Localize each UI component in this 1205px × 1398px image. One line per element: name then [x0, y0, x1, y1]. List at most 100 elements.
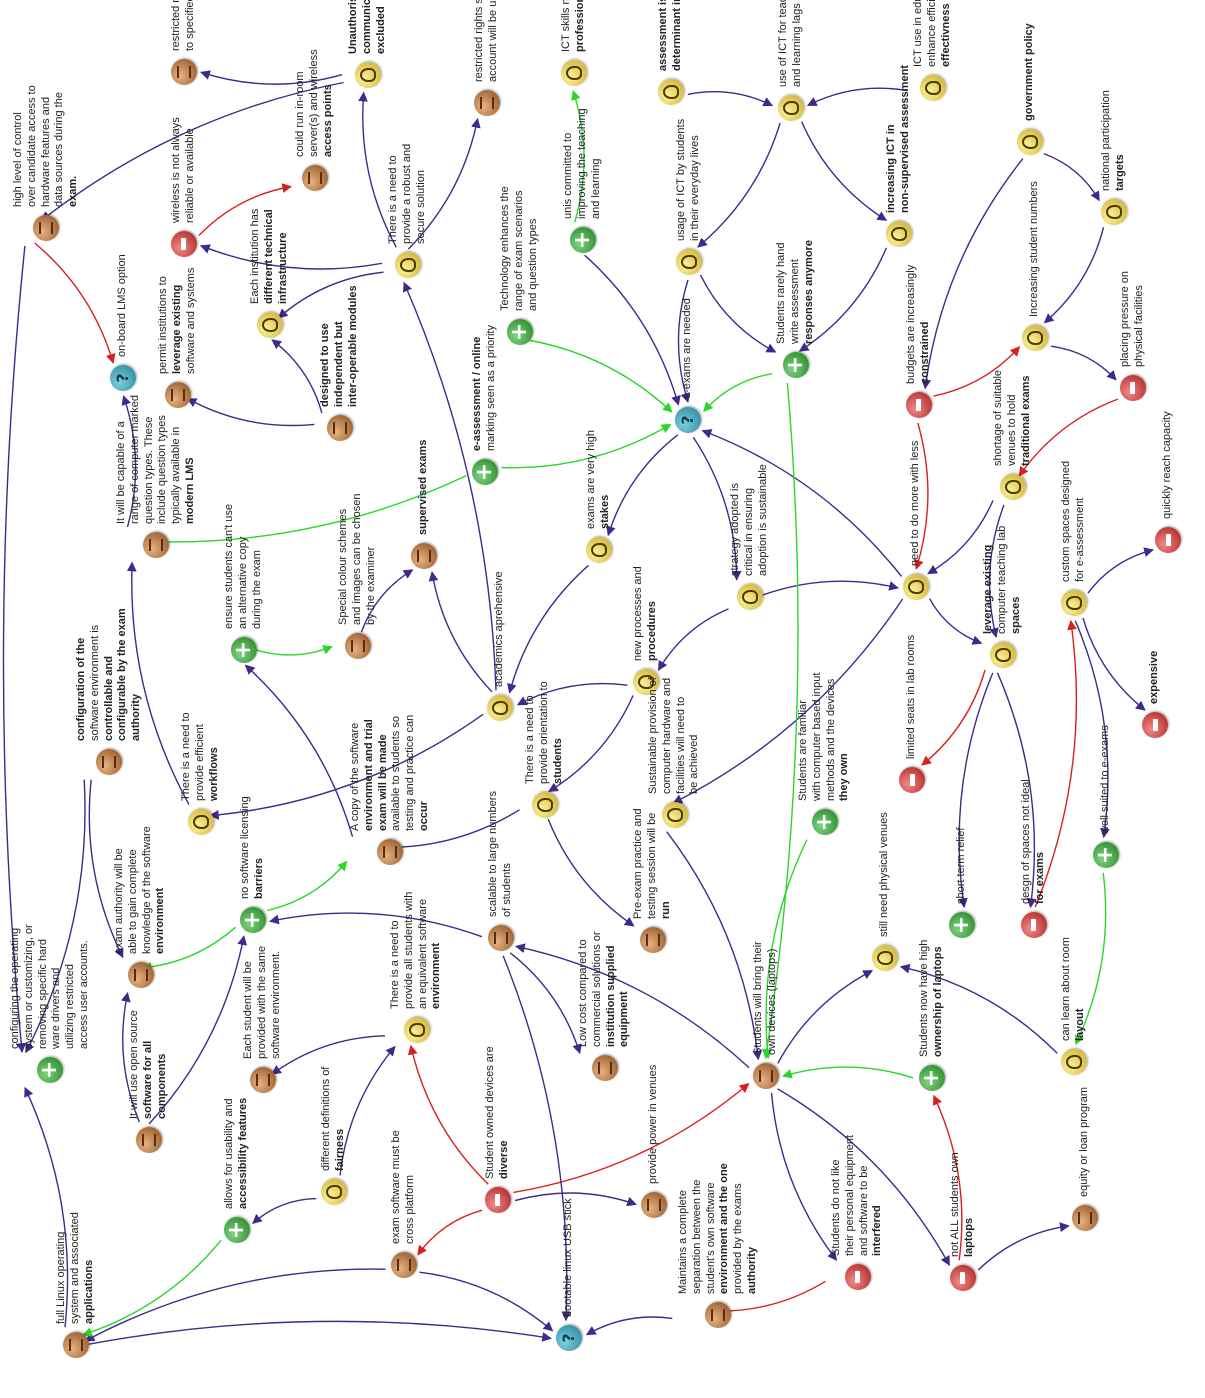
edge-default [271, 1035, 386, 1075]
con-icon [844, 1264, 871, 1290]
con-icon [484, 1187, 511, 1213]
edge-supports [527, 339, 673, 413]
node-label-line: and learning [589, 158, 602, 219]
edge-supports [1075, 872, 1107, 1046]
edge-default [200, 70, 343, 85]
node-label-line: bootable linux USB stick [562, 1198, 575, 1317]
node-label-line: separation between the [690, 1179, 703, 1294]
node-label-line: access points [321, 84, 334, 157]
pro-icon: + [1093, 842, 1119, 868]
note-icon [143, 532, 170, 558]
idea-icon [354, 62, 381, 88]
node-label-line: for exams [1033, 852, 1046, 904]
node-label-line: traditional exams [1019, 375, 1032, 466]
node-label-line: supervised exams [417, 439, 430, 535]
node-label-line: able to gain complete [126, 849, 139, 954]
edge-default [777, 1088, 951, 1266]
edge-default [697, 122, 781, 248]
edge-default [507, 564, 589, 694]
node-label-line: of students [500, 863, 513, 917]
node-label-line: run [659, 901, 672, 919]
node-label-line: excluded [374, 6, 387, 54]
idea-icon [187, 809, 214, 835]
node-label-line: and software to be [857, 1165, 870, 1256]
node-label-line: environment and the one [718, 1163, 731, 1294]
edge-default [584, 254, 681, 406]
node-label-line: modern LMS [183, 457, 196, 524]
node-label-line: configuring the operating [9, 927, 21, 1049]
node-label-line: software environment. [269, 950, 282, 1059]
node-label-line: barriers [252, 858, 265, 899]
edge-default [657, 608, 729, 671]
node-label-line: physical facilities [1132, 285, 1145, 367]
node-label-line: inter-operable modules [346, 285, 359, 407]
note-icon [344, 633, 371, 659]
idea-icon [675, 249, 702, 275]
node-label-line: scalable to large numbers [487, 791, 499, 917]
node-label-line: Increasing student numbers [1028, 181, 1041, 317]
edge-objects [1034, 619, 1078, 908]
edge-objects [407, 1044, 489, 1185]
node-label-line: still need physical venues [878, 812, 891, 937]
edge-default [988, 504, 1005, 638]
idea-icon [256, 312, 283, 338]
idea-icon [736, 584, 763, 610]
note-icon [33, 215, 60, 241]
node-label-line: academics aprehensive [493, 571, 506, 687]
node-label-line: Each student will be [242, 961, 254, 1059]
node-label-line: controllable and [102, 656, 115, 741]
note-icon [705, 1302, 732, 1328]
note-icon [96, 749, 123, 775]
node-label-line: configuration of the [75, 637, 87, 741]
node-label-line: ownership of laptops [931, 946, 944, 1057]
node-label-line: for e-assessment [1073, 497, 1086, 582]
edge-default [24, 1086, 69, 1328]
edge-default [339, 1045, 396, 1176]
node-label-line: testing session will be [645, 812, 658, 919]
node-label-line: venues to hold [1005, 394, 1018, 466]
edge-default [899, 963, 1058, 1054]
note-icon [170, 59, 197, 85]
edge-default [271, 339, 323, 414]
node-label-line: Students now have high [918, 939, 930, 1057]
idea-icon [394, 252, 421, 278]
node-label: e-exams are needed [681, 298, 695, 399]
node-label-line: well suited to e-exams [1099, 725, 1112, 834]
node-label-line: laptops [962, 1217, 975, 1257]
note-icon [1072, 1205, 1098, 1231]
edge-supports [501, 423, 672, 469]
edge-supports [762, 839, 808, 1060]
pro-icon: + [223, 1217, 250, 1243]
node-label-line: no software licensing [239, 796, 251, 899]
node-label-line: national participation [1100, 90, 1112, 191]
node-label-line: constrained [918, 321, 931, 384]
edge-default [277, 271, 384, 319]
node-label-line: different definitions of [320, 1066, 332, 1171]
node-label-line: available to students so [390, 716, 403, 831]
edge-default [1043, 227, 1105, 324]
node-label-line: own devices (laptops) [765, 948, 778, 1055]
node-label-line: limited seats in lab rooms [905, 634, 918, 759]
node-label-line: Students do not like [830, 1159, 842, 1256]
node-label-line: can learn about room [1060, 937, 1072, 1041]
node-label-line: There is a need to [387, 155, 399, 244]
idea-icon [657, 79, 684, 105]
node-label-line: and question types [526, 218, 539, 311]
con-icon [170, 231, 197, 257]
edge-objects [921, 669, 986, 766]
pro-icon: + [782, 352, 809, 378]
node-label-line: It will be capable of a [115, 421, 127, 524]
node-label-line: A copy of the software [349, 722, 361, 831]
node-label: on-board LMS option [116, 254, 130, 357]
edge-default [252, 1197, 317, 1225]
note-icon [390, 1252, 417, 1278]
